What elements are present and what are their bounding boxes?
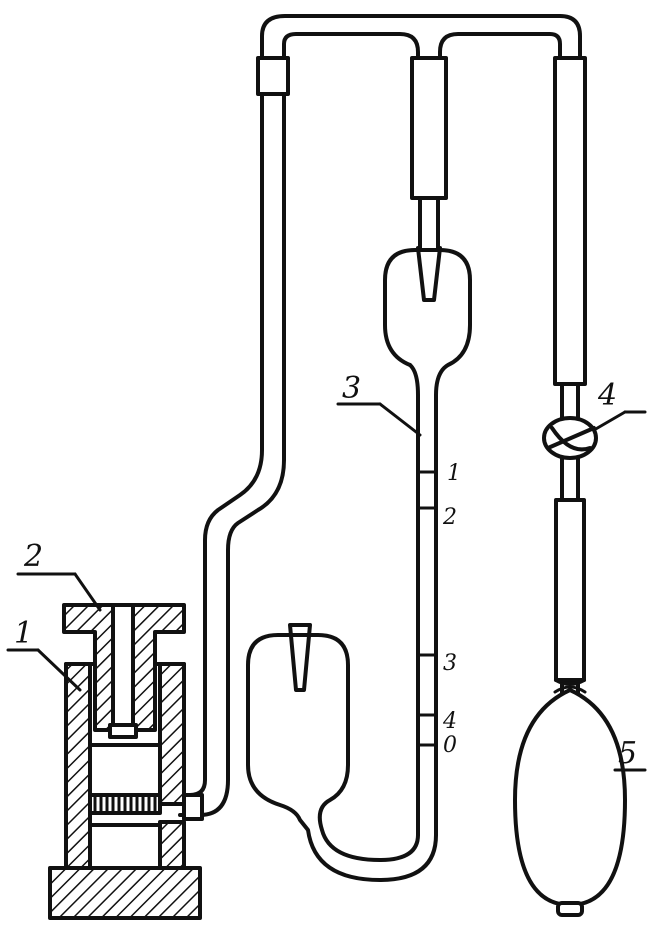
label-part-5: 5 (618, 736, 637, 771)
top-connecting-tube (260, 14, 582, 62)
leader-lines (6, 402, 647, 772)
label-part-3: 3 (342, 371, 361, 406)
left-long-tube (178, 56, 290, 817)
lower-reservoir (246, 623, 438, 882)
right-tube (553, 56, 587, 702)
graduated-tube (383, 248, 472, 837)
stopcock (542, 416, 598, 460)
center-tube (410, 56, 448, 302)
scale-mark-2: 2 (442, 505, 457, 530)
press-assembly (48, 603, 204, 920)
filter-disc (93, 795, 157, 813)
scale-mark-3: 3 (443, 651, 457, 676)
rubber-bulb (513, 685, 627, 917)
scale-mark-1: 1 (447, 461, 461, 486)
scale-mark-4: 4 (442, 709, 457, 734)
label-part-2: 2 (23, 539, 43, 574)
label-part-4: 4 (597, 378, 617, 413)
label-part-1: 1 (14, 616, 33, 651)
scale-mark-0: 0 (443, 733, 457, 758)
